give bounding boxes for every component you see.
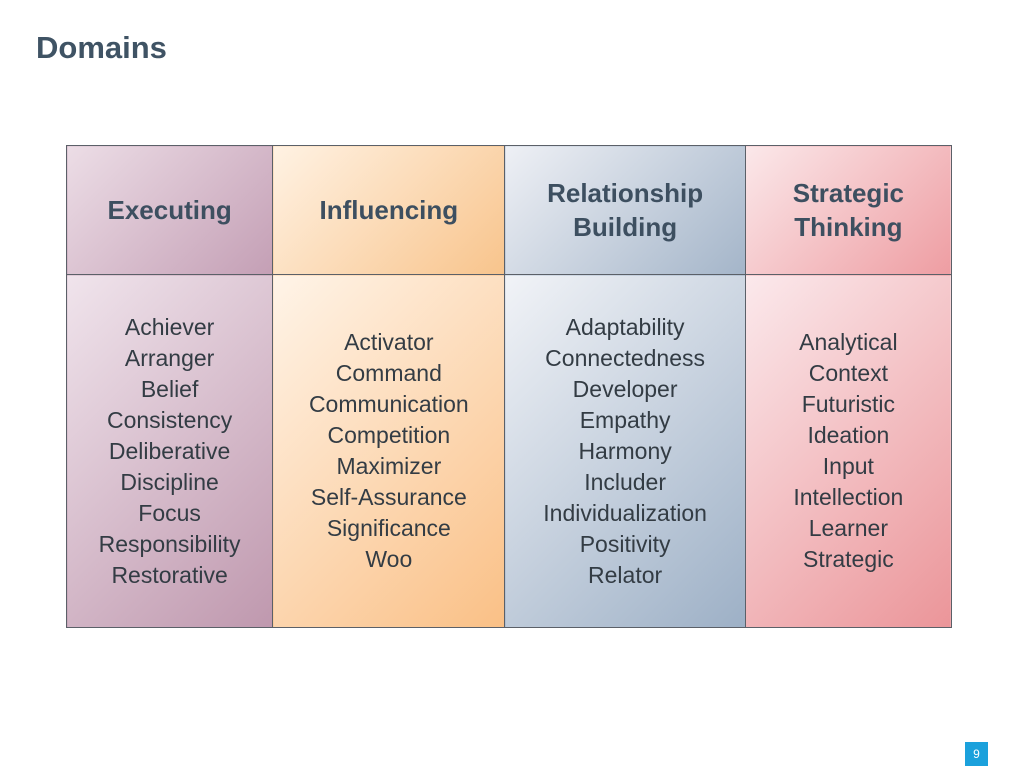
theme-item: Adaptability [565, 313, 685, 340]
theme-item: Developer [572, 375, 678, 402]
theme-item: Self-Assurance [310, 484, 467, 510]
page-number-badge: 9 [965, 742, 988, 766]
theme-item: Competition [327, 422, 451, 448]
themes-executing: Achiever Arranger Belief Consistency Del… [65, 274, 274, 628]
slide-title: Domains [36, 30, 167, 65]
theme-item: Restorative [111, 561, 228, 588]
theme-item: Harmony [578, 437, 672, 464]
theme-item: Ideation [807, 422, 890, 448]
theme-item: Strategic [802, 546, 894, 572]
theme-item: Activator [344, 329, 434, 355]
theme-item: Positivity [579, 530, 671, 557]
theme-item: Discipline [120, 468, 219, 495]
domains-themes-row: Achiever Arranger Belief Consistency Del… [65, 274, 953, 628]
header-influencing: Influencing [272, 145, 506, 275]
themes-strategic-thinking: Analytical Context Futuristic Ideation I… [744, 274, 953, 628]
theme-item: Empathy [579, 406, 671, 433]
theme-item: Command [335, 360, 442, 386]
theme-item: Intellection [793, 484, 904, 510]
theme-item: Belief [140, 375, 199, 402]
domains-header-row: Executing Influencing Relationship Build… [65, 145, 953, 275]
theme-item: Context [808, 360, 888, 386]
themes-influencing: Activator Command Communication Competit… [272, 274, 506, 628]
header-executing-line-1: Executing [107, 195, 232, 225]
theme-item: Deliberative [108, 437, 231, 464]
theme-item: Connectedness [545, 344, 706, 371]
theme-item: Arranger [124, 344, 215, 371]
header-relationship-building: Relationship Building [504, 145, 746, 275]
header-strategic-thinking: Strategic Thinking [744, 145, 953, 275]
header-relationship-building-line-2: Building [573, 212, 678, 242]
theme-item: Relator [588, 561, 663, 588]
header-influencing-line-1: Influencing [319, 195, 459, 225]
theme-item: Learner [808, 515, 888, 541]
header-relationship-building-line-1: Relationship [547, 178, 704, 208]
theme-item: Input [822, 453, 874, 479]
header-strategic-thinking-line-1: Strategic [792, 178, 904, 208]
theme-item: Futuristic [801, 391, 896, 417]
themes-influencing-list: Activator Command Communication Competit… [273, 327, 504, 575]
header-strategic-thinking-line-2: Thinking [794, 212, 903, 242]
theme-item: Maximizer [336, 453, 442, 479]
domains-table: Executing Influencing Relationship Build… [65, 145, 953, 628]
themes-strategic-thinking-list: Analytical Context Futuristic Ideation I… [746, 327, 951, 575]
theme-item: Woo [365, 546, 413, 572]
theme-item: Consistency [106, 406, 233, 433]
theme-item: Communication [308, 391, 469, 417]
theme-item: Achiever [124, 313, 215, 340]
theme-item: Responsibility [98, 530, 241, 557]
theme-item: Includer [584, 468, 667, 495]
header-executing: Executing [65, 145, 274, 275]
theme-item: Individualization [543, 499, 707, 526]
theme-item: Analytical [799, 329, 898, 355]
themes-relationship-building: Adaptability Connectedness Developer Emp… [504, 274, 746, 628]
theme-item: Focus [138, 499, 201, 526]
themes-executing-list: Achiever Arranger Belief Consistency Del… [67, 312, 272, 591]
theme-item: Significance [326, 515, 451, 541]
themes-relationship-building-list: Adaptability Connectedness Developer Emp… [505, 312, 744, 591]
